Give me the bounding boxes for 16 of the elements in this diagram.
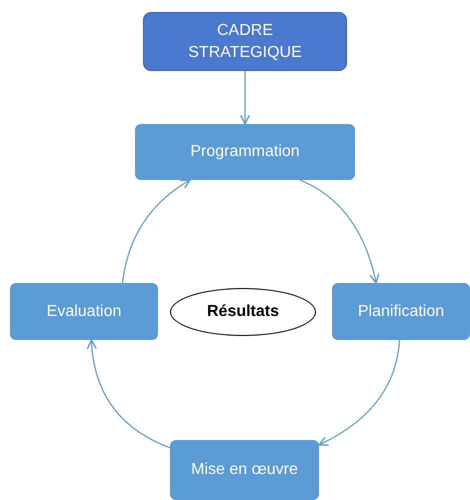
node-label: Programmation [190,142,300,162]
node-label: Planification [358,302,444,322]
process-box [332,283,470,340]
node-label: CADRE STRATEGIQUE [187,20,303,62]
arrow [318,340,400,446]
process-box [135,124,355,180]
arrow [300,179,380,284]
node-label: Mise en œuvre [191,460,298,480]
process-box [10,283,158,340]
arrow [122,179,191,284]
process-box [143,12,347,71]
node-label: Evaluation [46,302,122,322]
arrow [87,339,170,448]
arrow [240,71,250,125]
process-box [170,440,319,500]
node-label: Résultats [206,302,280,322]
